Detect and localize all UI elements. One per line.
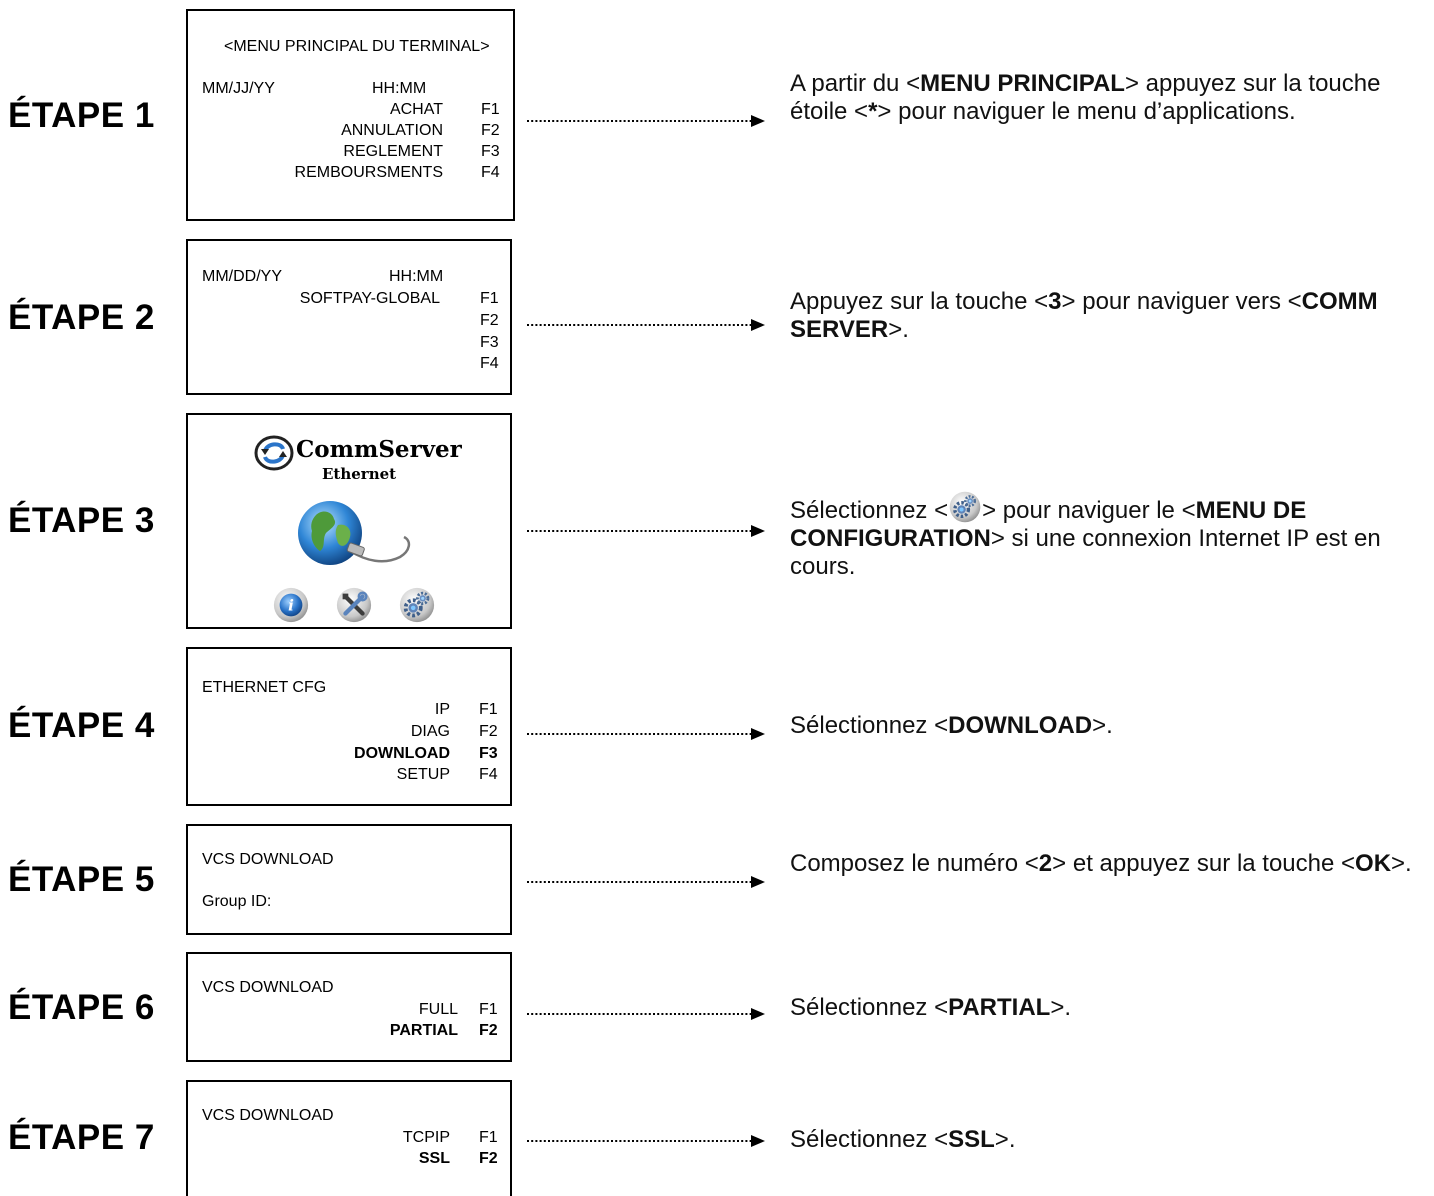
step-2-description: Appuyez sur la touche <3> pour naviguer …: [790, 288, 1378, 343]
step-5-label: ÉTAPE 5: [8, 860, 155, 899]
step-5-description: Composez le numéro <2> et appuyez sur la…: [790, 850, 1412, 877]
menu-item-key: F3: [479, 745, 498, 762]
menu-item-label: REGLEMENT: [343, 143, 443, 160]
step-3-description: Sélectionnez <> pour naviguer le <MENU D…: [790, 490, 1420, 581]
step-1-label: ÉTAPE 1: [8, 96, 155, 135]
menu-item-key: F1: [479, 1001, 498, 1018]
menu-item-key: F4: [479, 766, 498, 783]
screen-title: ETHERNET CFG: [202, 679, 327, 696]
menu-item-label: ACHAT: [389, 101, 443, 118]
terminal-screen-step-7: VCS DOWNLOAD TCPIP F1 SSL F2: [186, 1080, 512, 1196]
tools-icon: [336, 587, 372, 623]
dotted-arrow-icon: [527, 318, 765, 332]
terminal-screen-step-5: VCS DOWNLOAD Group ID:: [186, 824, 512, 935]
screen-date: MM/DD/YY: [202, 268, 282, 285]
menu-item-label: IP: [434, 701, 450, 718]
menu-item-key: F2: [481, 122, 500, 139]
menu-item-key: F2: [479, 1022, 498, 1039]
screen-title: VCS DOWNLOAD: [202, 1107, 334, 1124]
terminal-screen-step-3: CommServer Ethernet i: [186, 413, 512, 629]
menu-item-key: F1: [479, 1129, 498, 1146]
svg-text:i: i: [288, 597, 294, 615]
menu-item-key: F1: [480, 290, 499, 307]
menu-item-key: F2: [480, 312, 499, 329]
step-1-description: A partir du <MENU PRINCIPAL> appuyez sur…: [790, 70, 1381, 125]
info-icon: i: [273, 587, 309, 623]
menu-item-label: TCPIP: [402, 1129, 450, 1146]
terminal-screen-step-6: VCS DOWNLOAD FULL F1 PARTIAL F2: [186, 952, 512, 1062]
step-7-label: ÉTAPE 7: [8, 1118, 155, 1157]
menu-item-key: F1: [481, 101, 500, 118]
dotted-arrow-icon: [527, 114, 765, 128]
screen-title: <MENU PRINCIPAL DU TERMINAL>: [224, 38, 490, 55]
menu-item-label: PARTIAL: [389, 1022, 458, 1039]
screen-time: HH:MM: [372, 80, 427, 97]
terminal-screen-step-1: <MENU PRINCIPAL DU TERMINAL> MM/JJ/YY HH…: [186, 9, 515, 221]
step-4-description: Sélectionnez <DOWNLOAD>.: [790, 712, 1113, 739]
menu-item-label: SSL: [418, 1150, 450, 1167]
menu-item-label: FULL: [418, 1001, 458, 1018]
menu-item-label: REMBOURSMENTS: [294, 164, 443, 181]
dotted-arrow-icon: [527, 1134, 765, 1148]
step-7-description: Sélectionnez <SSL>.: [790, 1126, 1016, 1153]
gear-icon: [948, 490, 982, 524]
dotted-arrow-icon: [527, 875, 765, 889]
menu-item-key: F2: [479, 723, 498, 740]
group-id-field: Group ID:: [202, 893, 272, 910]
screen-title: VCS DOWNLOAD: [202, 979, 334, 996]
globe-icon: [298, 501, 411, 565]
step-3-label: ÉTAPE 3: [8, 501, 155, 540]
dotted-arrow-icon: [527, 524, 765, 538]
terminal-screen-step-2: MM/DD/YY HH:MM SOFTPAY-GLOBAL F1 F2 F3 F…: [186, 239, 512, 395]
screen-title: VCS DOWNLOAD: [202, 851, 334, 868]
terminal-screen-step-4: ETHERNET CFG IP F1 DIAG F2 DOWNLOAD F3 S…: [186, 647, 512, 806]
step-6-description: Sélectionnez <PARTIAL>.: [790, 994, 1072, 1021]
menu-item-key: F1: [479, 701, 498, 718]
menu-item-key: F3: [480, 334, 499, 351]
step-2-label: ÉTAPE 2: [8, 298, 155, 337]
menu-item-key: F4: [481, 164, 500, 181]
menu-item-key: F4: [480, 355, 499, 372]
commserver-brand: CommServer: [296, 436, 462, 463]
menu-item-label: DOWNLOAD: [354, 745, 450, 762]
commserver-logo-icon: [254, 435, 294, 471]
step-6-label: ÉTAPE 6: [8, 988, 155, 1027]
dotted-arrow-icon: [527, 1007, 765, 1021]
screen-date: MM/JJ/YY: [202, 80, 275, 97]
menu-item-label: SOFTPAY-GLOBAL: [299, 290, 440, 307]
menu-item-label: SETUP: [396, 766, 450, 783]
screen-time: HH:MM: [389, 268, 444, 285]
menu-item-label: ANNULATION: [341, 122, 443, 139]
step-4-label: ÉTAPE 4: [8, 706, 155, 745]
menu-item-key: F3: [481, 143, 500, 160]
commserver-subtitle: Ethernet: [322, 465, 397, 483]
gear-icon: [398, 586, 436, 624]
menu-item-label: DIAG: [410, 723, 450, 740]
dotted-arrow-icon: [527, 727, 765, 741]
menu-item-key: F2: [479, 1150, 498, 1167]
